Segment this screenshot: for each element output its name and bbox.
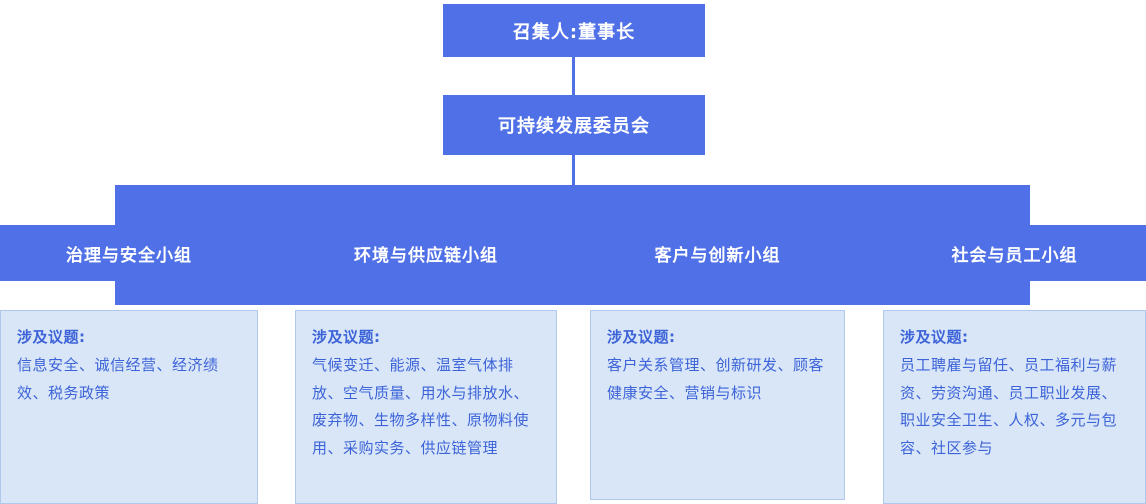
convener-node: 召集人:董事长 xyxy=(443,4,705,57)
topics-text: 信息安全、诚信经营、经济绩效、税务政策 xyxy=(17,355,219,402)
groups-connector-bar xyxy=(115,185,1030,305)
group-title-environment-supply-chain: 环境与供应链小组 xyxy=(295,225,557,281)
topic-box-society-employees: 涉及议题: 员工聘雇与留任、员工福利与薪资、劳资沟通、员工职业发展、职业安全卫生… xyxy=(883,310,1146,504)
connector-line-top xyxy=(572,57,575,95)
group-title-label: 治理与安全小组 xyxy=(66,245,192,266)
topic-box-customer-innovation: 涉及议题: 客户关系管理、创新研发、顾客健康安全、营销与标识 xyxy=(590,310,845,500)
group-title-label: 客户与创新小组 xyxy=(654,245,781,266)
committee-label: 可持续发展委员会 xyxy=(498,116,650,137)
topics-text: 气候变迁、能源、温室气体排放、空气质量、用水与排放水、废弃物、生物多样性、原物料… xyxy=(312,355,530,457)
topic-box-environment-supply-chain: 涉及议题: 气候变迁、能源、温室气体排放、空气质量、用水与排放水、废弃物、生物多… xyxy=(295,310,557,504)
group-title-governance-safety: 治理与安全小组 xyxy=(0,225,258,281)
topics-heading: 涉及议题: xyxy=(607,328,676,346)
topics-heading: 涉及议题: xyxy=(312,328,381,346)
topics-heading: 涉及议题: xyxy=(900,328,969,346)
group-title-label: 环境与供应链小组 xyxy=(354,245,498,266)
topics-text: 员工聘雇与留任、员工福利与薪资、劳资沟通、员工职业发展、职业安全卫生、人权、多元… xyxy=(900,355,1118,457)
topics-text: 客户关系管理、创新研发、顾客健康安全、营销与标识 xyxy=(607,355,825,402)
convener-label: 召集人:董事长 xyxy=(512,21,636,43)
topic-box-governance-safety: 涉及议题: 信息安全、诚信经营、经济绩效、税务政策 xyxy=(0,310,258,504)
group-title-society-employees: 社会与员工小组 xyxy=(883,225,1146,281)
connector-line-middle xyxy=(572,155,575,185)
group-title-customer-innovation: 客户与创新小组 xyxy=(590,225,845,281)
topics-heading: 涉及议题: xyxy=(17,328,86,346)
committee-node: 可持续发展委员会 xyxy=(443,95,705,155)
group-title-label: 社会与员工小组 xyxy=(951,245,1078,266)
group-band-right-extension xyxy=(1026,225,1146,281)
group-band-left-extension xyxy=(0,225,120,281)
